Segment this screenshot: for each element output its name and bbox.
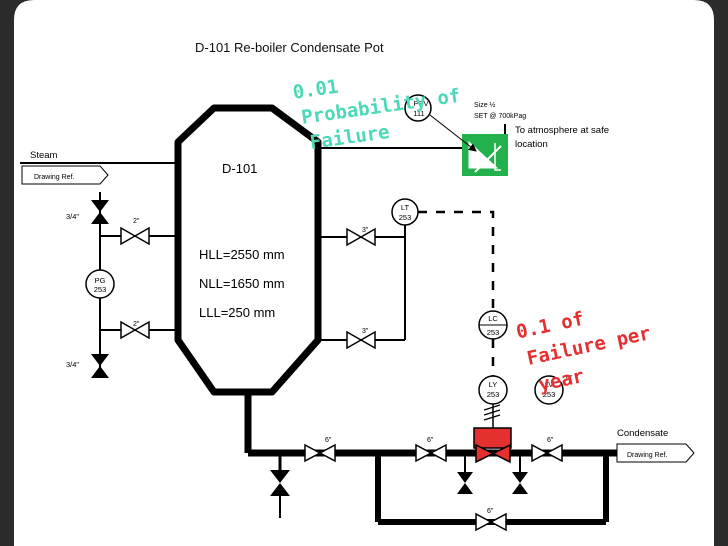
lt-number: 253 <box>399 213 412 222</box>
size-3-bottom: 3" <box>362 328 369 335</box>
psv-set: SET @ 700kPag <box>474 113 526 120</box>
valve-3in-top[interactable] <box>346 227 376 247</box>
signal-hash-3 <box>483 414 501 421</box>
size-6-downstream: 6" <box>547 437 554 444</box>
valve-6in-downstream[interactable] <box>531 443 563 463</box>
valve-6in-inlet[interactable] <box>304 443 336 463</box>
ly-number: 253 <box>487 390 500 399</box>
psv-leader-arrow <box>429 114 477 152</box>
steam-drawing-ref: Drawing Ref. <box>34 174 75 181</box>
ly-tag: LY <box>489 380 498 389</box>
signal-hash-2 <box>483 409 501 416</box>
psv-annotation-line1: 0.01 <box>291 76 339 104</box>
lv-failure-annotation: 0.1 of Failure per year <box>514 308 652 396</box>
valve-3-4-top[interactable] <box>91 200 109 224</box>
size-6-upstream: 6" <box>427 437 434 444</box>
diagram-title: D-101 Re-boiler Condensate Pot <box>195 40 384 55</box>
hll-label: HLL=2550 mm <box>199 247 285 262</box>
atmosphere-line2: location <box>515 139 548 150</box>
size-3-top: 3" <box>362 227 369 234</box>
lc-number: 253 <box>487 328 500 337</box>
size-3-4-bottom: 3/4" <box>66 360 79 369</box>
valve-6in-bypass[interactable] <box>475 512 507 532</box>
psv-size: Size ½ <box>474 101 496 109</box>
signal-hash-1 <box>483 404 501 411</box>
valve-3in-bottom[interactable] <box>346 330 376 350</box>
valve-2in-top[interactable] <box>120 226 150 246</box>
valve-6in-upstream[interactable] <box>415 443 447 463</box>
psv-probability-annotation: 0.01 Probability of Failure <box>291 76 461 154</box>
lv-annotation-line3: year <box>537 365 586 396</box>
size-3-4-top: 3/4" <box>66 212 79 221</box>
size-2-bottom: 2" <box>133 321 140 328</box>
atmosphere-line1: To atmosphere at safe <box>515 125 609 136</box>
vessel-tag: D-101 <box>222 161 257 176</box>
pg-number: 253 <box>94 285 107 294</box>
downstream-drain-valve[interactable] <box>512 472 528 494</box>
valve-3-4-bottom[interactable] <box>91 354 109 378</box>
size-2-top: 2" <box>133 218 140 225</box>
lt-tag: LT <box>401 203 410 212</box>
nll-label: NLL=1650 mm <box>199 276 285 291</box>
size-6-bypass: 6" <box>487 508 494 515</box>
drain-valve[interactable] <box>270 470 290 496</box>
lt-lc-signal <box>418 210 495 310</box>
condensate-drawing-ref: Drawing Ref. <box>627 452 668 459</box>
steam-label: Steam <box>30 150 58 161</box>
upstream-drain-valve[interactable] <box>457 472 473 494</box>
pg-tag: PG <box>95 276 106 285</box>
control-valve-actuator[interactable] <box>473 427 512 449</box>
condensate-label: Condensate <box>617 428 668 439</box>
lll-label: LLL=250 mm <box>199 305 275 320</box>
lc-tag: LC <box>488 314 498 323</box>
size-6-inlet: 6" <box>325 437 332 444</box>
